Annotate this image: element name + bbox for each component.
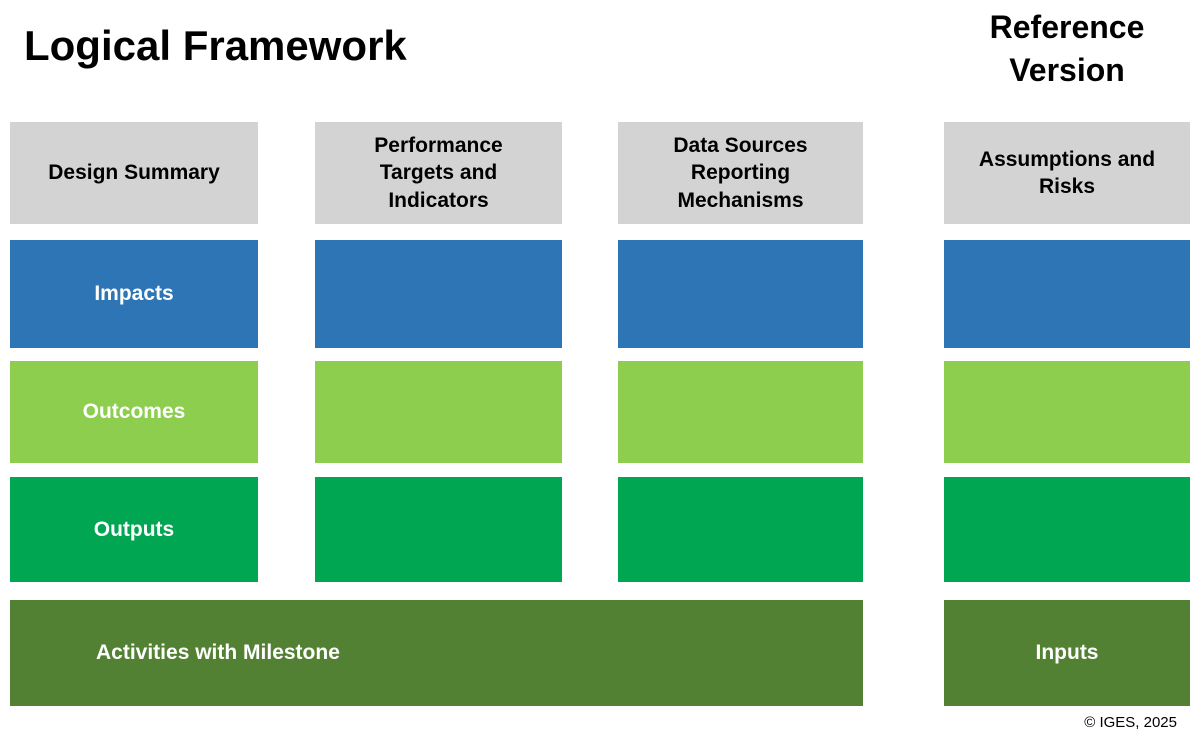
copyright-credit: © IGES, 2025 [1084, 714, 1177, 731]
outcomes-performance-cell [315, 361, 562, 463]
header-assumptions-risks: Assumptions and Risks [944, 122, 1190, 224]
impacts-assumptions-cell [944, 240, 1190, 348]
activities-with-milestone-cell: Activities with Milestone [10, 600, 863, 706]
outcomes-label-cell: Outcomes [10, 361, 258, 463]
outcomes-assumptions-cell [944, 361, 1190, 463]
header-design-summary: Design Summary [10, 122, 258, 224]
outcomes-data-sources-cell [618, 361, 863, 463]
impacts-data-sources-cell [618, 240, 863, 348]
header-performance-targets-indicators: Performance Targets and Indicators [315, 122, 562, 224]
page-title: Logical Framework [24, 22, 407, 69]
outputs-label-cell: Outputs [10, 477, 258, 582]
outputs-assumptions-cell [944, 477, 1190, 582]
inputs-cell: Inputs [944, 600, 1190, 706]
impacts-label-cell: Impacts [10, 240, 258, 348]
header-data-sources-reporting: Data Sources Reporting Mechanisms [618, 122, 863, 224]
reference-version-label: Reference Version [989, 9, 1145, 89]
impacts-performance-cell [315, 240, 562, 348]
outputs-performance-cell [315, 477, 562, 582]
outputs-data-sources-cell [618, 477, 863, 582]
